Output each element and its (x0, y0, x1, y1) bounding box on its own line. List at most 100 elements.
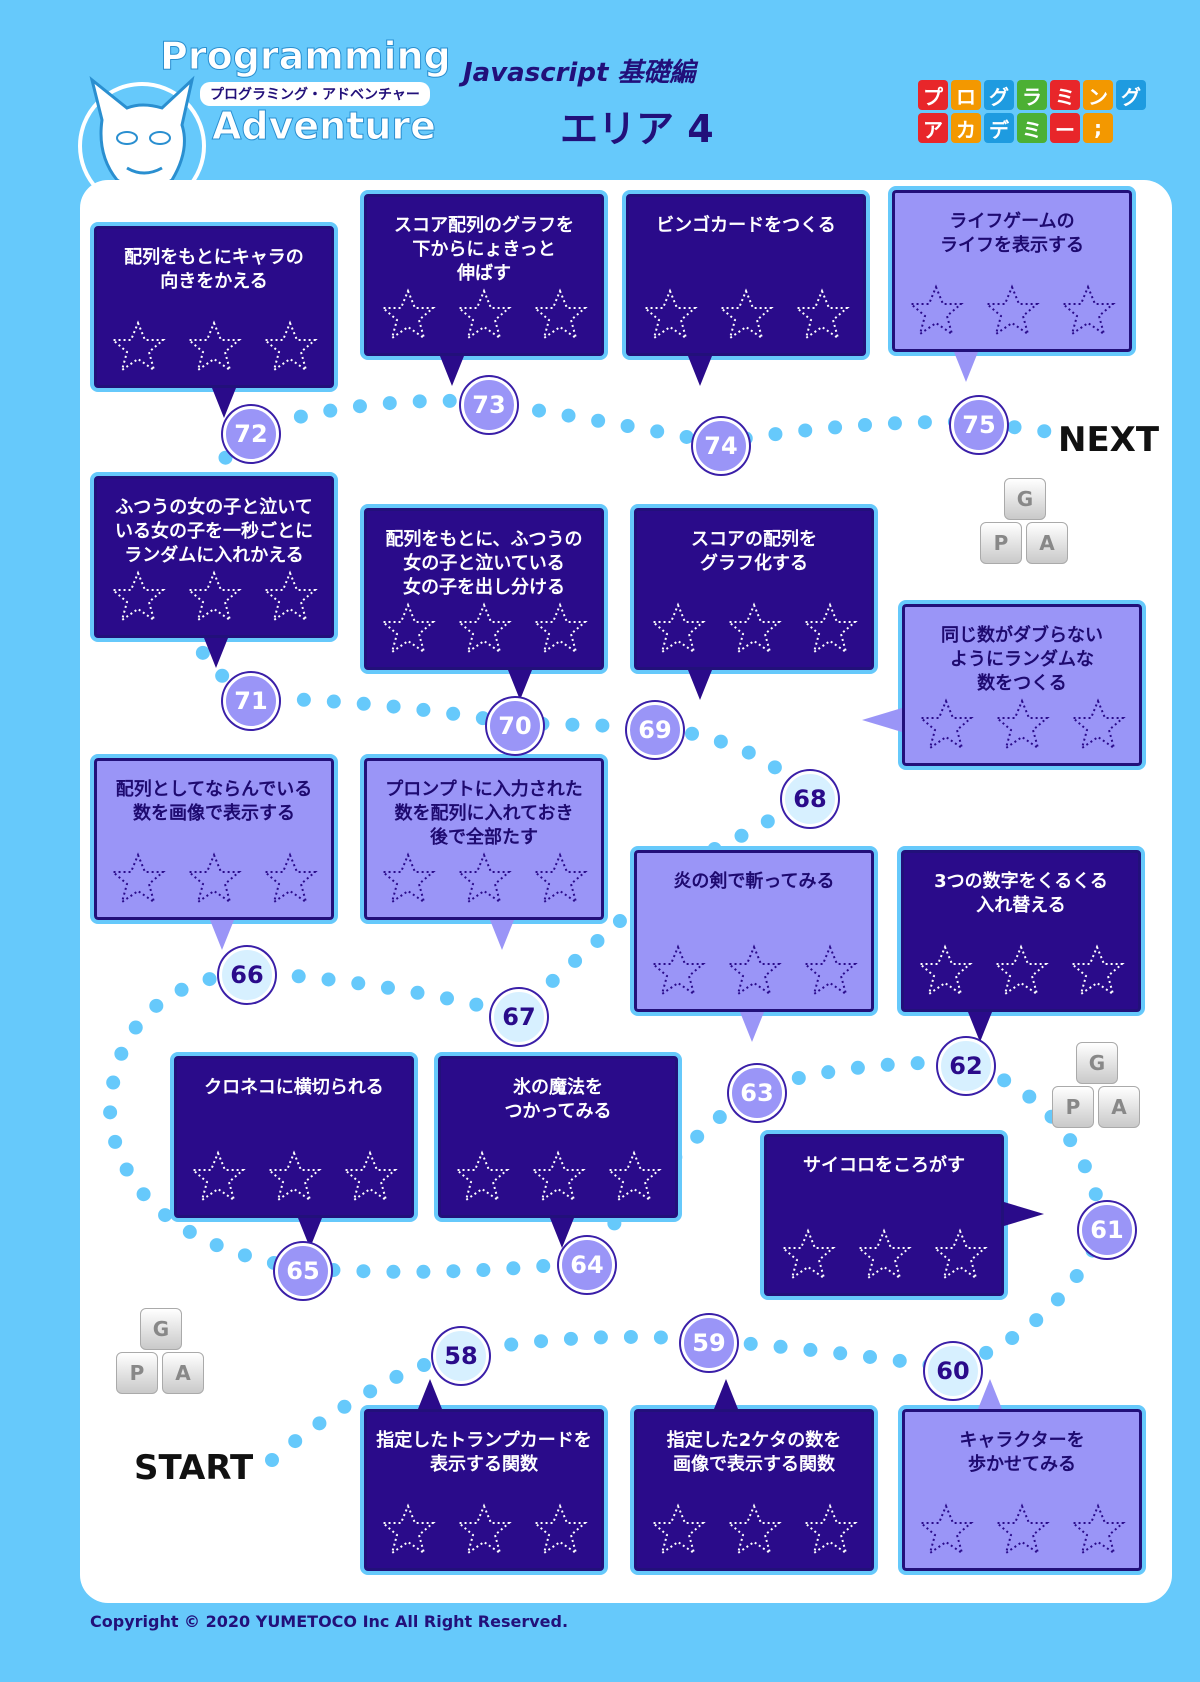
star-icon[interactable] (186, 570, 242, 624)
star-icon[interactable] (262, 320, 318, 374)
star-icon[interactable] (993, 944, 1049, 998)
star-icon[interactable] (908, 284, 964, 338)
star-icon[interactable] (262, 852, 318, 906)
star-icon[interactable] (780, 1228, 836, 1282)
stage-number-67[interactable]: 67 (491, 989, 547, 1045)
star-icon[interactable] (1070, 1503, 1126, 1557)
star-icon[interactable] (726, 602, 782, 656)
star-icon[interactable] (650, 944, 706, 998)
star-icon[interactable] (932, 1228, 988, 1282)
star-icon[interactable] (802, 1503, 858, 1557)
rating-stars (634, 944, 874, 998)
lesson-card-62[interactable]: 3つの数字をくるくる 入れ替える (897, 846, 1145, 1016)
star-icon[interactable] (794, 288, 850, 342)
star-icon[interactable] (1060, 284, 1116, 338)
star-icon[interactable] (917, 944, 973, 998)
star-icon[interactable] (380, 1503, 436, 1557)
lesson-card-75[interactable]: ライフゲームの ライフを表示する (888, 186, 1136, 356)
stage-number-71[interactable]: 71 (223, 673, 279, 729)
lesson-card-63[interactable]: 炎の剣で斬ってみる (630, 846, 878, 1016)
lesson-card-68[interactable]: 同じ数がダブらない ようにランダムな 数をつくる (898, 600, 1146, 770)
stage-number-74[interactable]: 74 (693, 418, 749, 474)
stage-number-59[interactable]: 59 (681, 1315, 737, 1371)
stage-number-65[interactable]: 65 (275, 1243, 331, 1299)
lesson-card-69[interactable]: スコアの配列を グラフ化する (630, 504, 878, 674)
star-icon[interactable] (642, 288, 698, 342)
star-icon[interactable] (380, 288, 436, 342)
lesson-card-58[interactable]: 指定したトランプカードを 表示する関数 (360, 1405, 608, 1575)
star-icon[interactable] (802, 602, 858, 656)
stage-number-66[interactable]: 66 (219, 947, 275, 1003)
lesson-card-74[interactable]: ビンゴカードをつくる (622, 190, 870, 360)
lesson-card-73[interactable]: スコア配列のグラフを 下からにょきっと 伸ばす (360, 190, 608, 360)
key-g: G (1076, 1042, 1118, 1084)
stage-number-63[interactable]: 63 (729, 1065, 785, 1121)
rating-stars (902, 1503, 1142, 1557)
star-icon[interactable] (110, 852, 166, 906)
star-icon[interactable] (530, 1150, 586, 1204)
lesson-card-59[interactable]: 指定した2ケタの数を 画像で表示する関数 (630, 1405, 878, 1575)
star-icon[interactable] (456, 288, 512, 342)
lesson-card-71[interactable]: ふつうの女の子と泣いて いる女の子を一秒ごとに ランダムに入れかえる (90, 472, 338, 642)
logo-char: ロ (951, 80, 981, 110)
star-icon[interactable] (456, 602, 512, 656)
star-icon[interactable] (606, 1150, 662, 1204)
star-icon[interactable] (190, 1150, 246, 1204)
speech-tail (978, 1379, 1002, 1409)
star-icon[interactable] (856, 1228, 912, 1282)
star-icon[interactable] (110, 570, 166, 624)
stage-number-60[interactable]: 60 (925, 1343, 981, 1399)
lesson-card-66[interactable]: 配列としてならんでいる 数を画像で表示する (90, 754, 338, 924)
star-icon[interactable] (380, 602, 436, 656)
logo-char: ミ (1050, 80, 1080, 110)
star-icon[interactable] (918, 698, 974, 752)
stage-number-72[interactable]: 72 (223, 406, 279, 462)
star-icon[interactable] (802, 944, 858, 998)
lesson-card-64[interactable]: 氷の魔法を つかってみる (434, 1052, 682, 1222)
star-icon[interactable] (1069, 944, 1125, 998)
stage-number-62[interactable]: 62 (938, 1038, 994, 1094)
lesson-card-60[interactable]: キャラクターを 歩かせてみる (898, 1405, 1146, 1575)
star-icon[interactable] (650, 1503, 706, 1557)
star-icon[interactable] (718, 288, 774, 342)
star-icon[interactable] (1070, 698, 1126, 752)
star-icon[interactable] (456, 852, 512, 906)
star-icon[interactable] (532, 602, 588, 656)
stage-number-75[interactable]: 75 (951, 397, 1007, 453)
lesson-card-70[interactable]: 配列をもとに、ふつうの 女の子と泣いている 女の子を出し分ける (360, 504, 608, 674)
stage-number-58[interactable]: 58 (433, 1328, 489, 1384)
lesson-card-65[interactable]: クロネコに横切られる (170, 1052, 418, 1222)
star-icon[interactable] (726, 944, 782, 998)
star-icon[interactable] (650, 602, 706, 656)
star-icon[interactable] (918, 1503, 974, 1557)
stage-number-61[interactable]: 61 (1079, 1202, 1135, 1258)
star-icon[interactable] (532, 288, 588, 342)
star-icon[interactable] (456, 1503, 512, 1557)
title-programming: Programming (160, 34, 452, 79)
lesson-card-72[interactable]: 配列をもとにキャラの 向きをかえる (90, 222, 338, 392)
star-icon[interactable] (454, 1150, 510, 1204)
star-icon[interactable] (380, 852, 436, 906)
star-icon[interactable] (186, 852, 242, 906)
lesson-title: 指定したトランプカードを 表示する関数 (376, 1430, 592, 1475)
star-icon[interactable] (984, 284, 1040, 338)
star-icon[interactable] (342, 1150, 398, 1204)
stage-number-73[interactable]: 73 (461, 377, 517, 433)
star-icon[interactable] (110, 320, 166, 374)
speech-tail (688, 356, 712, 386)
stage-number-69[interactable]: 69 (627, 702, 683, 758)
star-icon[interactable] (186, 320, 242, 374)
lesson-card-61[interactable]: サイコロをころがす (760, 1130, 1008, 1300)
star-icon[interactable] (532, 1503, 588, 1557)
star-icon[interactable] (532, 852, 588, 906)
star-icon[interactable] (994, 1503, 1050, 1557)
stage-number-68[interactable]: 68 (782, 771, 838, 827)
stage-number-64[interactable]: 64 (559, 1237, 615, 1293)
logo-char: グ (984, 80, 1014, 110)
star-icon[interactable] (262, 570, 318, 624)
star-icon[interactable] (266, 1150, 322, 1204)
lesson-card-67[interactable]: プロンプトに入力された 数を配列に入れておき 後で全部たす (360, 754, 608, 924)
star-icon[interactable] (994, 698, 1050, 752)
star-icon[interactable] (726, 1503, 782, 1557)
stage-number-70[interactable]: 70 (487, 698, 543, 754)
